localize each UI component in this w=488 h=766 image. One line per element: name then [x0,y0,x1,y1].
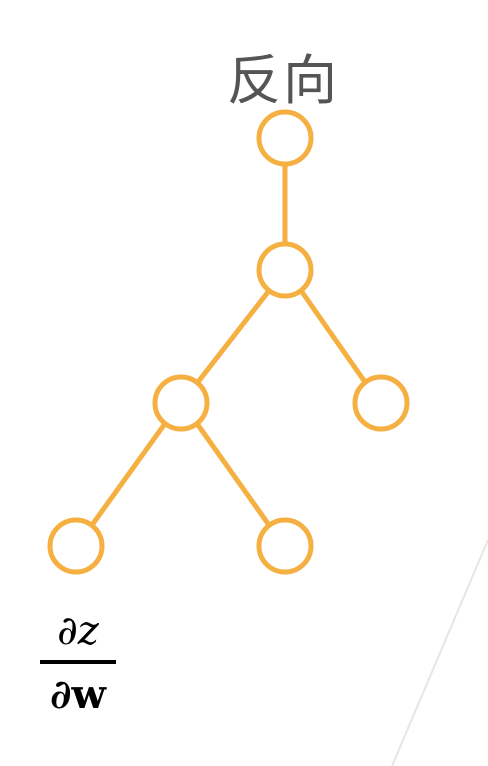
edge-left-leftleft [89,422,167,528]
formula-denominator-var: w [71,671,106,718]
diagram-title: 反向 [227,49,339,112]
fraction-bar [40,660,116,664]
decorative-line [391,539,488,766]
tree-node-left [152,374,210,432]
tree-node-right [352,374,410,432]
tree-node-left-right [256,517,314,575]
formula-numerator: ∂z [57,608,99,654]
tree-node-root [256,109,314,167]
tree-node-left-left [47,517,105,575]
formula-denominator: ∂w [40,670,116,720]
formula-denominator-symbol: ∂ [50,671,72,718]
edge-left-leftright [195,422,272,528]
partial-derivative-formula: ∂z ∂w [40,606,116,720]
edge-middle-right [299,289,368,385]
tree-node-middle [256,241,314,299]
edge-middle-left [195,289,271,385]
